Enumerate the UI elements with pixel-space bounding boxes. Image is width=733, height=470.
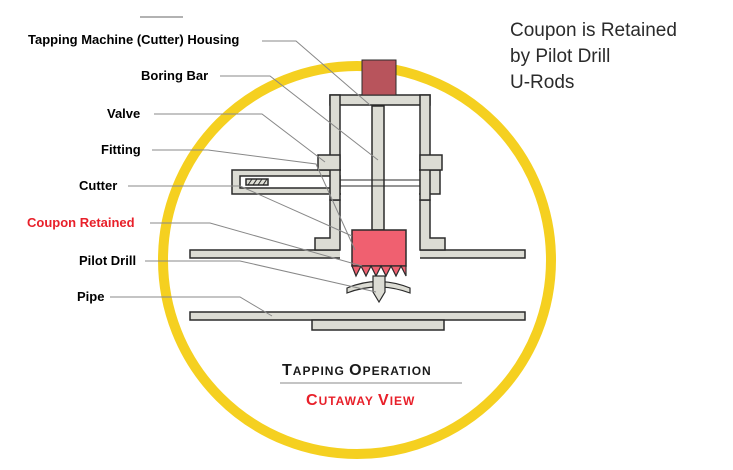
label-pipe: Pipe — [77, 289, 104, 304]
label-valve: Valve — [107, 106, 140, 121]
housing-body — [317, 94, 443, 201]
pilot-drill-tip — [372, 275, 386, 304]
caption-line-1: Coupon is Retained — [510, 20, 677, 41]
leader-lines — [110, 40, 379, 317]
boring-bar — [371, 105, 385, 231]
title-cutaway-view: CUTAWAY VIEW — [306, 392, 415, 409]
label-fitting: Fitting — [101, 142, 141, 157]
label-cutter: Cutter — [79, 178, 117, 193]
caption-line-2: by Pilot Drill — [510, 46, 610, 67]
label-coupon-retained: Coupon Retained — [27, 215, 135, 230]
housing-top-block — [361, 59, 397, 96]
label-boring-bar: Boring Bar — [141, 68, 208, 83]
cutter-coupon — [351, 229, 407, 278]
label-housing: Tapping Machine (Cutter) Housing — [28, 32, 239, 47]
label-pilot-drill: Pilot Drill — [79, 253, 136, 268]
pipe-bottom-block — [311, 319, 445, 331]
title-tapping-operation: TAPPING OPERATION — [282, 362, 432, 379]
caption-line-3: U-Rods — [510, 72, 574, 93]
